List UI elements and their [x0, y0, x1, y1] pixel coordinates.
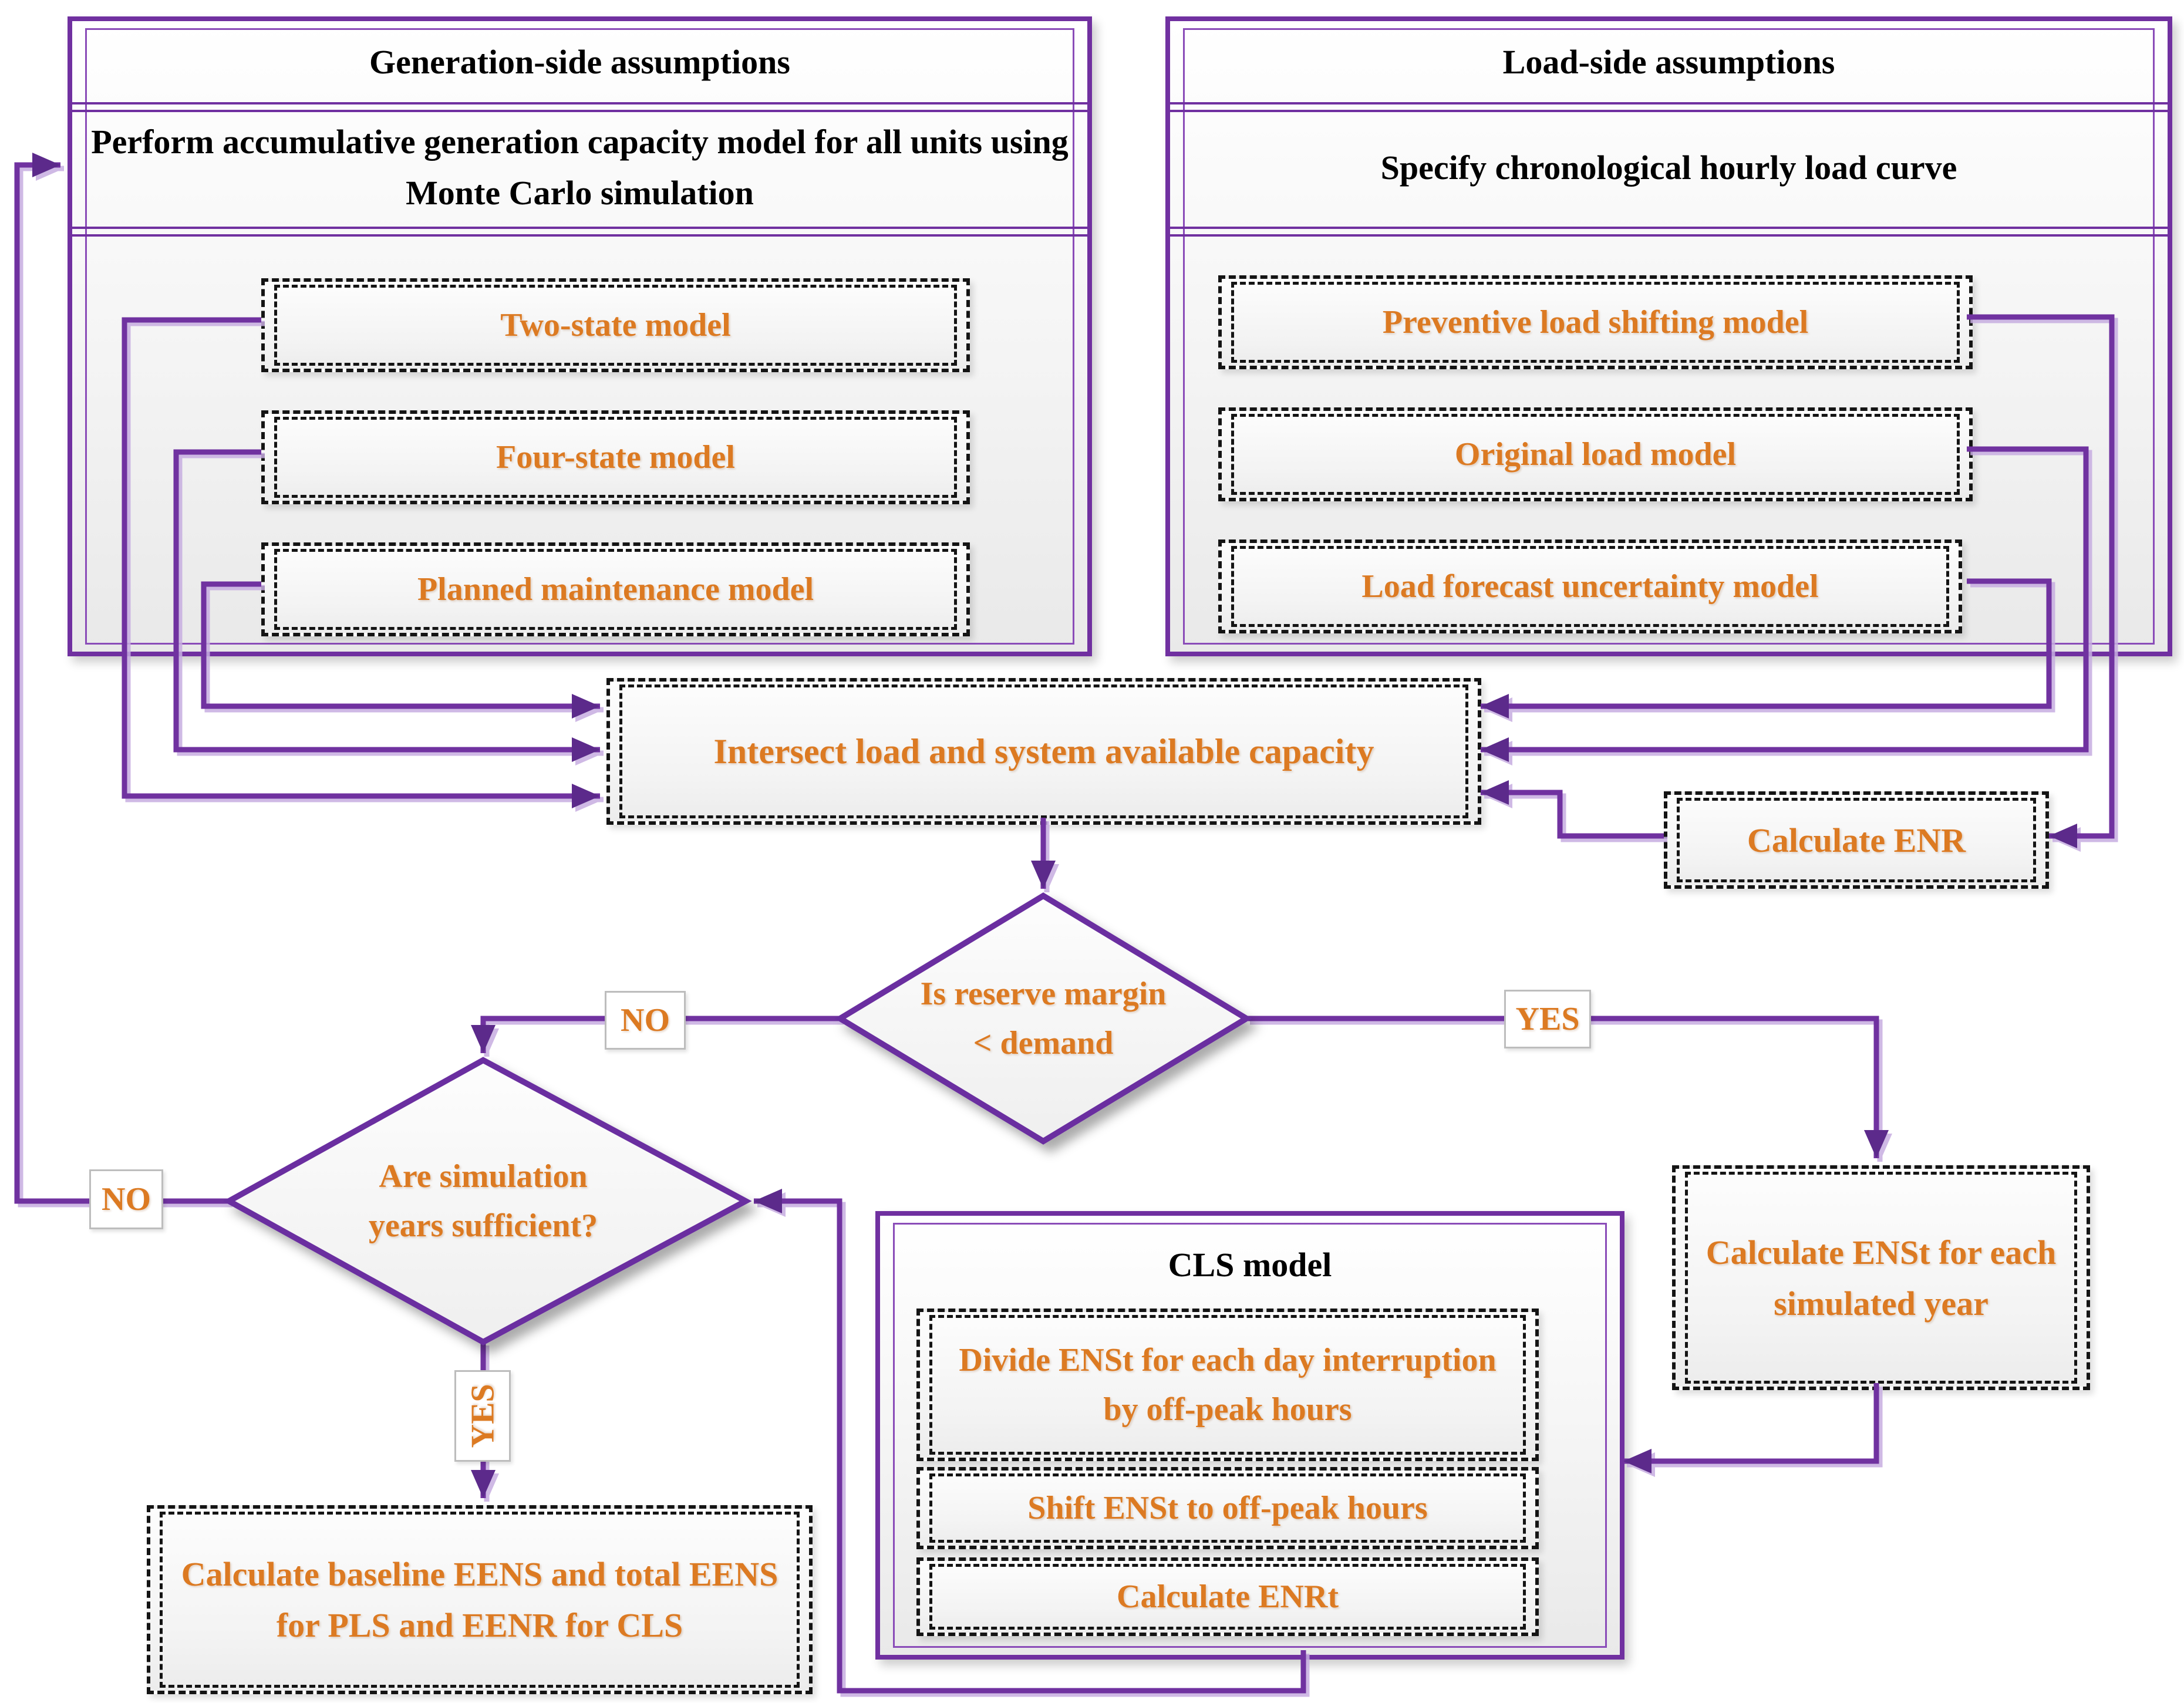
generation-panel-separator-1: [68, 102, 1092, 112]
generation-assumptions-panel: Generation-side assumptions Perform accu…: [68, 16, 1092, 656]
four-state-model-box: Four-state model: [261, 410, 970, 504]
load-panel-separator-1: [1165, 102, 2172, 112]
connector-enst-to-cls: [1623, 1383, 1879, 1473]
load-panel-title: Load-side assumptions: [1502, 42, 1835, 81]
simulation-years-decision-label: Are simulation years sufficient?: [368, 1158, 598, 1244]
load-assumptions-panel: Load-side assumptions Specify chronologi…: [1165, 16, 2172, 656]
calculate-enr-box: Calculate ENR: [1664, 791, 2049, 889]
cls-model-panel: CLS model Divide ENSt for each day inter…: [875, 1211, 1624, 1660]
preventive-load-shifting-box: Preventive load shifting model: [1218, 275, 1973, 369]
original-load-model-box: Original load model: [1218, 407, 1973, 501]
reserve-yes-label: YES: [1504, 990, 1591, 1048]
two-state-model-box: Two-state model: [261, 278, 970, 372]
generation-panel-subtitle: Perform accumulative generation capacity…: [91, 123, 1069, 212]
planned-maintenance-model-box: Planned maintenance model: [261, 542, 970, 636]
load-panel-separator-2: [1165, 227, 2172, 237]
simulation-yes-label: YES: [454, 1370, 511, 1462]
generation-panel-separator-2: [68, 227, 1092, 237]
connector-enr-to-intersect: [1481, 780, 1664, 839]
cls-shift-enst-box: Shift ENSt to off-peak hours: [916, 1467, 1539, 1549]
cls-panel-title: CLS model: [1168, 1245, 1332, 1284]
reserve-margin-decision-label: Is reserve margin < demand: [920, 976, 1167, 1061]
load-forecast-uncertainty-box: Load forecast uncertainty model: [1218, 539, 1962, 633]
reserve-no-label: NO: [605, 991, 686, 1050]
load-panel-subtitle: Specify chronological hourly load curve: [1380, 148, 1957, 187]
cls-calculate-enrt-box: Calculate ENRt: [916, 1557, 1539, 1636]
cls-divide-enst-box: Divide ENSt for each day interruption by…: [916, 1309, 1539, 1461]
generation-panel-title: Generation-side assumptions: [369, 42, 790, 81]
baseline-eens-box: Calculate baseline EENS and total EENS f…: [147, 1505, 813, 1694]
intersect-capacity-box: Intersect load and system available capa…: [606, 678, 1481, 825]
calculate-enst-box: Calculate ENSt for each simulated year: [1672, 1165, 2090, 1390]
simulation-no-label: NO: [89, 1169, 163, 1229]
